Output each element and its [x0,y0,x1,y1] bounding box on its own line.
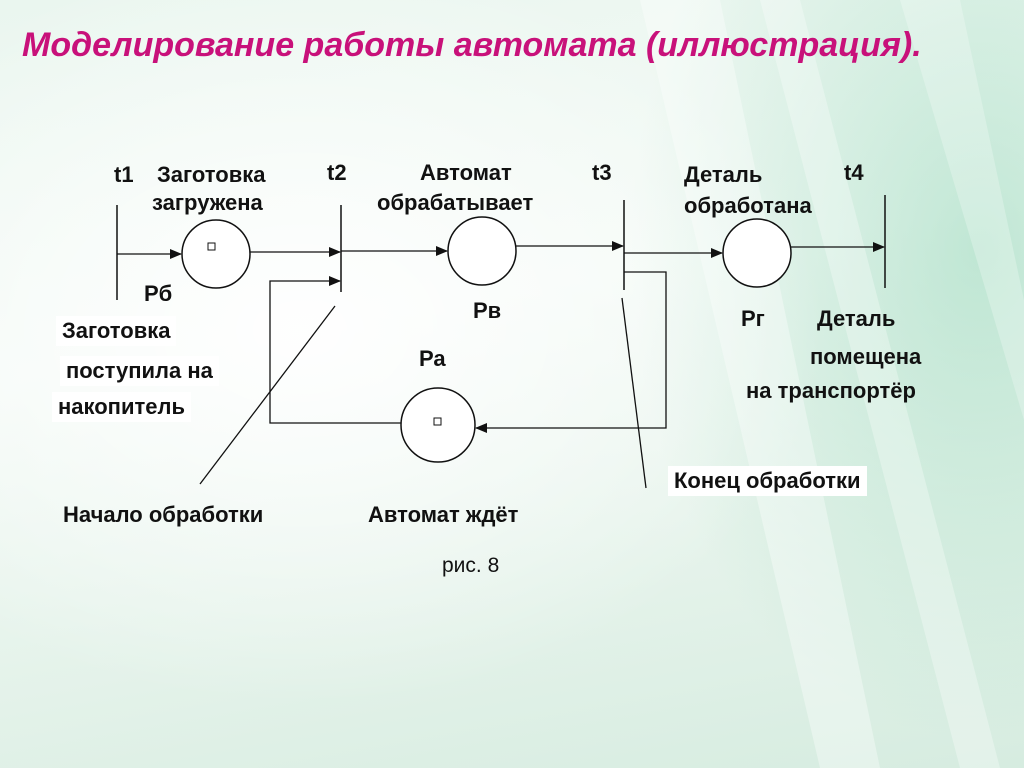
event-blank-loaded-line1: Заготовка [157,162,266,187]
transition-t3-label: t3 [592,160,612,185]
place-pv-circle [447,216,517,286]
transition-t2-label: t2 [327,160,347,185]
pointer-processing-start [199,305,336,485]
place-pg-circle [722,218,792,288]
arc-t3-pa [475,271,667,433]
event-part-processed-line2: обработана [684,193,812,218]
event-blank-loaded-line2: загружена [152,190,263,215]
event-part-processed-line1: Деталь [684,162,763,187]
event-machine-waits: Автомат ждёт [368,502,519,527]
place-pg-label: Рг [741,306,765,331]
place-pb-label: Рб [144,281,173,306]
transition-t1-label: t1 [114,162,134,187]
transition-t4-label: t4 [844,160,864,185]
event-machine-processing-line2: обрабатывает [377,190,534,215]
event-part-on-conveyor-line2: помещена [810,344,922,369]
event-blank-arrived-line3: накопитель [52,392,192,422]
event-machine-processing-line1: Автомат [420,160,512,185]
event-part-on-conveyor-line3: на транспортёр [746,378,916,403]
event-processing-start: Начало обработки [63,502,264,527]
arc-pa-t2 [269,276,401,424]
page-title: Моделирование работы автомата (иллюстрац… [22,26,922,64]
event-blank-arrived-line2: поступила на [60,356,219,386]
place-pv-label: Рв [473,298,502,323]
place-pb-token [207,242,216,251]
place-pb-circle [181,219,251,289]
event-blank-arrived-line1: Заготовка [56,316,177,346]
place-pa-label: Ра [419,346,446,371]
pointer-processing-end [621,297,647,489]
event-processing-end: Конец обработки [668,466,867,496]
place-pa-token [433,417,442,426]
figure-caption: рис. 8 [442,554,500,577]
event-part-on-conveyor-line1: Деталь [817,306,896,331]
